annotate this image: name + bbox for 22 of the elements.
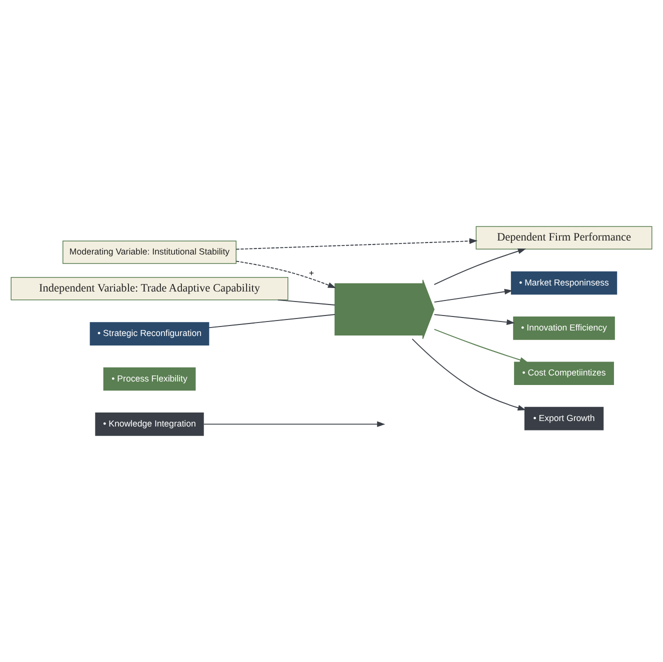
node-box: • Strategic Reconfiguration (90, 322, 210, 346)
node-box: Independent Variable: Trade Adaptive Capability (10, 276, 288, 300)
node-box: • Cost Competiintizes (514, 362, 614, 386)
arrow (434, 288, 513, 303)
node-box: Moderating Variable: Institutional Stability (62, 240, 236, 264)
node-box: • Knowledge Integration (95, 412, 204, 436)
arrow (412, 338, 526, 411)
node-box: • Export Growth (524, 406, 604, 430)
connector (208, 314, 336, 328)
node-box: Dependent Firm Performance (476, 226, 652, 250)
arrow (236, 238, 478, 250)
arrow (236, 260, 336, 288)
node-box: • Process Flexibility (103, 367, 196, 391)
connector (277, 299, 336, 306)
arrow (434, 314, 515, 326)
node-box: • Market Responinsess (510, 271, 618, 295)
arrow (434, 248, 526, 286)
node-arrow (334, 279, 434, 340)
edge-label: + (308, 268, 314, 278)
node-box: • Innovation Efficiency (513, 316, 615, 340)
arrow (434, 328, 528, 363)
arrow (203, 421, 386, 428)
